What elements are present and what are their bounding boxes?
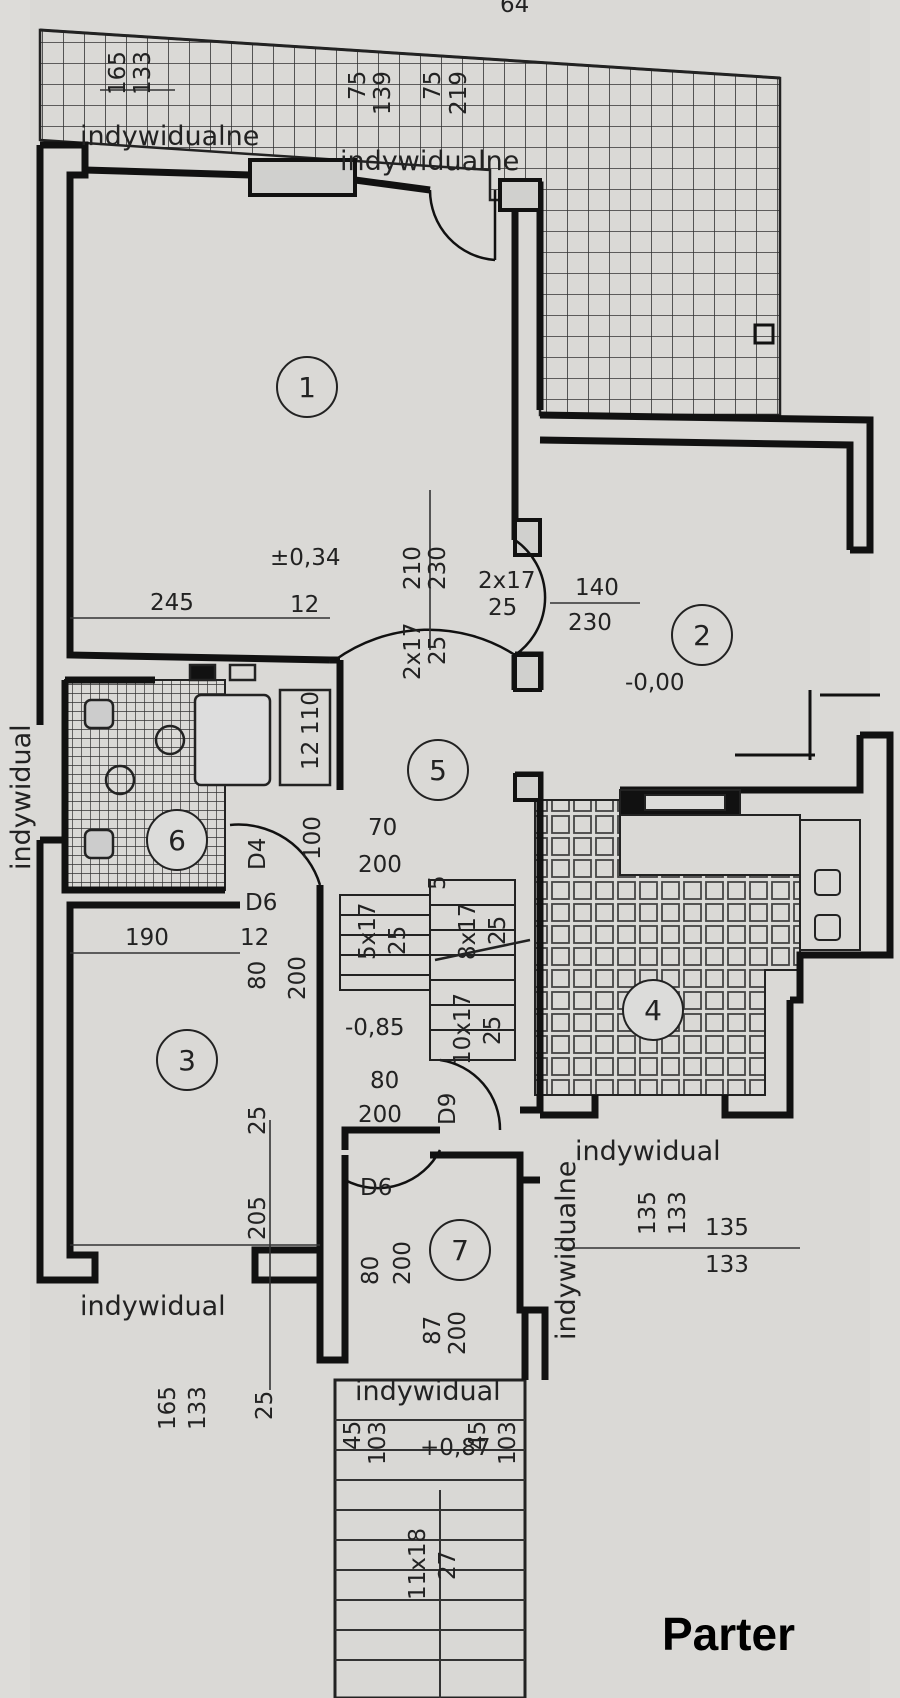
plan-title: Parter (662, 1608, 795, 1660)
dim-front-stairs-a: 11x18 (405, 1528, 431, 1600)
label-individual-kitchen: indywidual (575, 1136, 721, 1167)
dim-stairs-10x17: 10x17 (450, 993, 476, 1065)
dim-door9-b: 200 (358, 1102, 402, 1128)
dim-door7-b: 200 (390, 1241, 416, 1285)
dim-wc-a: 12 (298, 741, 324, 770)
terrace-grid (38, 28, 782, 417)
dim-top-strip-3: 75 (345, 71, 371, 100)
level-stair: -0,85 (345, 1015, 405, 1041)
dim-stairs-10x17-b: 25 (480, 1016, 506, 1045)
label-individual-top-center: indywidualne (340, 146, 519, 177)
dim-door3-b: 200 (285, 956, 311, 1000)
room-number-2: 2 (693, 619, 711, 652)
dim-room3-width: 190 (125, 925, 169, 951)
dim-room3-wall: 12 (240, 925, 269, 951)
dim-entry-d2: 103 (495, 1421, 521, 1465)
dim-win4-c: 135 (705, 1215, 749, 1241)
dim-stairs-5x17: 5x17 (355, 902, 381, 960)
dim-entry-c1: 45 (340, 1421, 366, 1450)
level-room2: -0,00 (625, 670, 685, 696)
dim-bottom-left-b: 133 (185, 1386, 211, 1430)
dim-entry-d1: 45 (465, 1421, 491, 1450)
dim-door-d6b: D6 (360, 1175, 392, 1201)
dim-bottom-left-a: 165 (155, 1386, 181, 1430)
dim-opening-a: 140 (575, 575, 619, 601)
dim-top-strip-1: 165 (105, 51, 131, 95)
dim-door5-b: 200 (358, 852, 402, 878)
dim-door3-a: 80 (245, 961, 271, 990)
dim-entry-a: 87 (420, 1316, 446, 1345)
dim-win4-b: 133 (665, 1191, 691, 1235)
dimension-texts: 165 133 75 139 75 219 64 245 12 210 230 … (105, 0, 749, 1600)
label-individual-left: indywidual (6, 724, 37, 870)
dim-entry-b: 200 (445, 1311, 471, 1355)
bathroom-fixtures (83, 663, 332, 860)
dim-win4-a: 135 (635, 1191, 661, 1235)
dim-wc-b: 110 (298, 691, 324, 735)
dim-top-strip-5: 75 (420, 71, 446, 100)
room-labels: 1 2 3 4 5 6 7 (146, 356, 733, 1281)
dim-room3-h-a: 25 (245, 1106, 271, 1135)
room-number-5: 5 (429, 754, 447, 787)
dimension-lines (70, 89, 800, 1390)
dim-stair-a2: 25 (488, 595, 517, 621)
dim-top-strip-2: 133 (130, 51, 156, 95)
dim-bottom-left-c: 25 (252, 1391, 278, 1420)
interior-stairs (339, 879, 531, 1061)
dim-win4-d: 133 (705, 1252, 749, 1278)
room2-details (735, 690, 880, 760)
dim-door-d4: D4 (245, 838, 271, 870)
dim-room1-width: 245 (150, 590, 194, 616)
dim-stair-a: 2x17 (478, 568, 536, 594)
dim-stairs-8x17-b: 25 (485, 916, 511, 945)
level-markers: ±0,34 -0,00 -0,85 +0,87 (270, 545, 685, 1461)
room-number-1: 1 (298, 371, 316, 404)
dim-front-stairs-b: 27 (435, 1551, 461, 1580)
room-number-3: 3 (178, 1044, 196, 1077)
dim-entry-c2: 103 (365, 1421, 391, 1465)
room-number-6: 6 (168, 824, 186, 857)
room-number-4: 4 (644, 994, 662, 1027)
individual-labels: indywidualne indywidualne indywidual ind… (6, 121, 721, 1407)
label-individual-vertical: indywidualne (551, 1161, 582, 1340)
dim-room1-wall: 12 (290, 592, 319, 618)
dim-door1-a: 210 (400, 546, 426, 590)
dim-top-fragment: 64 (500, 0, 529, 18)
dim-room3-h-b: 205 (245, 1196, 271, 1240)
dim-door1-b: 230 (425, 546, 451, 590)
dim-door9-a: 80 (370, 1068, 399, 1094)
room-number-7: 7 (451, 1234, 469, 1267)
entrance-stairs (333, 1378, 527, 1698)
dim-stairs-5x17-b: 25 (385, 926, 411, 955)
level-room1: ±0,34 (270, 545, 340, 571)
dim-stair-b2: 25 (425, 636, 451, 665)
door-swings (229, 189, 547, 1190)
dim-opening-b: 230 (568, 610, 612, 636)
dim-top-strip-6: 219 (446, 71, 472, 115)
label-individual-top-left: indywidualne (80, 121, 259, 152)
label-individual-entry: indywidual (355, 1376, 501, 1407)
level-entry: +0,87 (420, 1435, 490, 1461)
dim-stairs-8x17: 8x17 (455, 902, 481, 960)
dim-door7-a: 80 (358, 1256, 384, 1285)
dim-door5-a: 70 (368, 815, 397, 841)
dim-stair-b: 2x17 (400, 622, 426, 680)
windows (248, 158, 542, 802)
label-individual-bottom-left: indywidual (80, 1291, 226, 1322)
dim-door-d6a: D6 (245, 890, 277, 916)
dim-stairs-5: 5 (425, 875, 451, 890)
dim-door-d9: D9 (435, 1093, 461, 1125)
kitchen-counter (619, 789, 861, 951)
dim-top-strip-4: 139 (370, 71, 396, 115)
dim-door5-c: 100 (300, 816, 326, 860)
